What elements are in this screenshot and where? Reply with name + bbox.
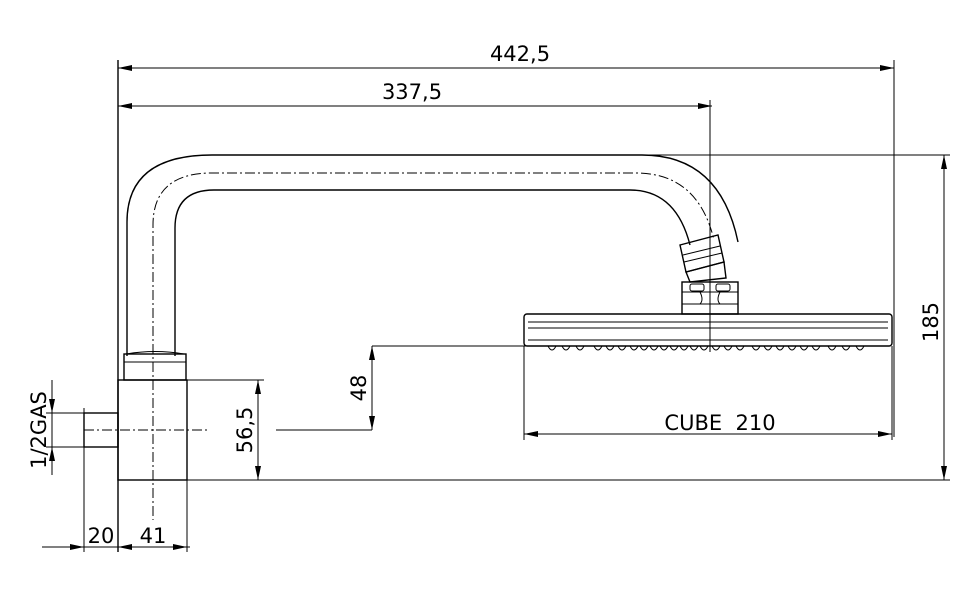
dim-arm-length-label: 337,5 xyxy=(382,80,442,104)
dim-head-drop-label: 48 xyxy=(347,375,371,402)
arm-collar xyxy=(123,351,187,381)
dim-overall-length-label: 442,5 xyxy=(490,42,550,66)
head-connector xyxy=(679,234,739,315)
threaded-nipple xyxy=(83,408,210,552)
dim-body-height: 56,5 xyxy=(187,379,264,480)
dim-height-label: 185 xyxy=(919,302,943,342)
dim-bottom: 20 41 xyxy=(42,480,190,552)
dim-thread: 1/2GAS xyxy=(27,380,84,475)
dim-nipple-length-label: 20 xyxy=(88,524,115,548)
dim-head-width: CUBE 210 xyxy=(523,346,893,440)
dim-height: 185 xyxy=(642,154,950,480)
dim-head-width-label: CUBE 210 xyxy=(664,411,775,435)
dim-body-width-label: 41 xyxy=(140,524,167,548)
wall-body xyxy=(117,379,188,520)
shower-head xyxy=(523,313,893,351)
shower-nozzles xyxy=(547,345,865,351)
dim-arm-length: 337,5 xyxy=(118,80,712,109)
dim-head-drop: 48 xyxy=(276,345,528,431)
dim-thread-label: 1/2GAS xyxy=(27,391,51,469)
dim-overall-length: 442,5 xyxy=(118,42,895,437)
shower-arm xyxy=(126,154,739,480)
dim-body-height-label: 56,5 xyxy=(233,407,257,454)
